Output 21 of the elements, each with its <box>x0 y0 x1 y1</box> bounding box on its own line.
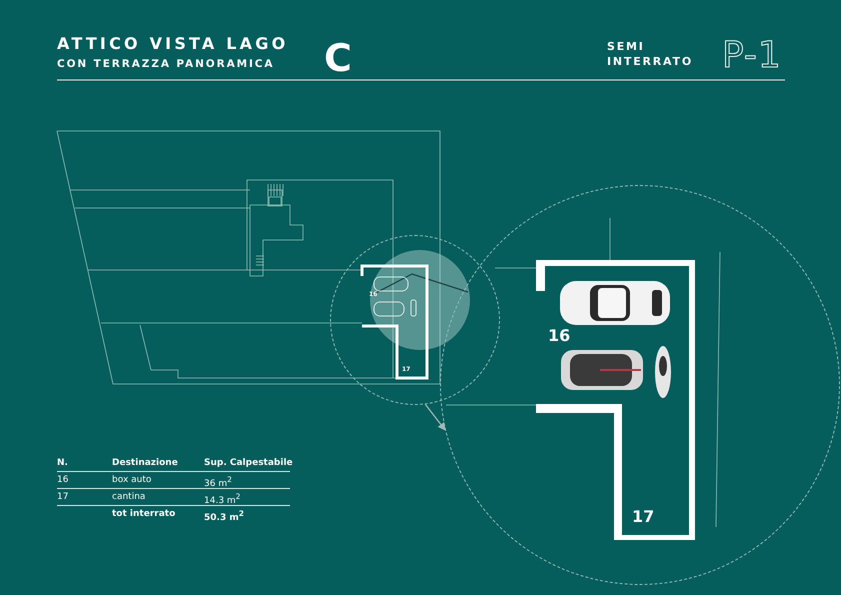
level-code: P-1 <box>722 38 782 74</box>
room-number: 17 <box>632 509 654 525</box>
table-cell: 17 <box>57 493 68 502</box>
column-header: Destinazione <box>112 459 178 468</box>
table-cell: box auto <box>112 476 152 485</box>
unit-letter: C <box>324 39 352 77</box>
room-number: 16 <box>548 328 570 344</box>
level-name: SEMI INTERRATO <box>607 40 694 70</box>
enlarged-view-circle <box>440 185 840 585</box>
table-cell: 50.3 m$^{2}$ <box>204 510 244 523</box>
arrow <box>424 404 446 431</box>
table-cell: 36 m$^{2}$ <box>204 476 232 489</box>
detail-circle <box>330 235 500 405</box>
column-header: N. <box>57 459 68 468</box>
table-cell: 16 <box>57 476 68 485</box>
table-cell: tot interrato <box>112 510 176 519</box>
title-heading: ATTICO VISTA LAGO <box>57 36 288 52</box>
table-cell: 14.3 m$^{2}$ <box>204 493 240 506</box>
subtitle: CON TERRAZZA PANORAMICA <box>57 59 274 70</box>
table-cell: cantina <box>112 493 146 502</box>
column-header: Sup. Calpestabile <box>204 459 293 468</box>
